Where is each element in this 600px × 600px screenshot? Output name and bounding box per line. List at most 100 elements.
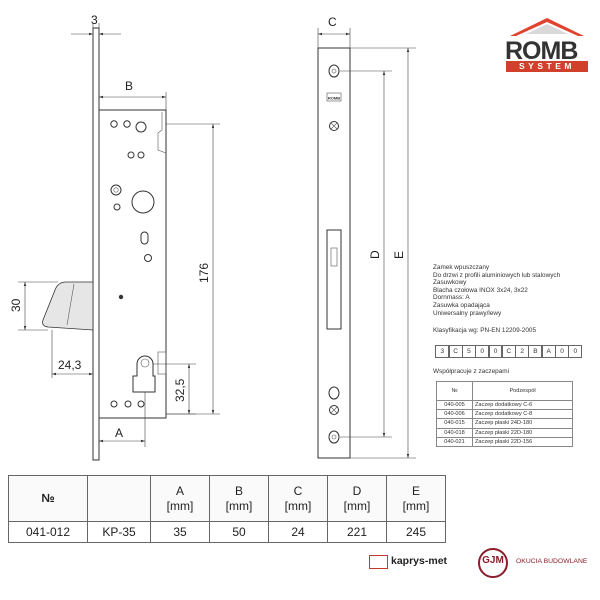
romb-logo-word: ROMB — [505, 37, 578, 65]
cell-d: 221 — [327, 521, 387, 543]
classification-label: Klasyfikacja wg: PN-EN 12209-2005 — [433, 327, 537, 334]
strike-name: Zaczep dodatkowy C-6 — [472, 399, 573, 411]
strike-number: 040-015 — [436, 418, 473, 429]
screw-hole — [135, 121, 147, 133]
strikes-header-name: Podzespół — [472, 381, 573, 401]
table-row: 040-006 Zaczep dodatkowy C-8 — [436, 409, 573, 420]
kaprys-logo-text: kaprys-met — [391, 555, 448, 567]
cell-model: KP-35 — [87, 521, 151, 543]
header-unit: [mm] — [402, 498, 430, 513]
latch-slot — [326, 229, 342, 330]
cooperates-label: Współpracuje z zaczepami — [433, 368, 510, 375]
description-line: Zasuwka opadająca — [433, 301, 490, 309]
strike-number: 040-005 — [436, 399, 473, 411]
dim-b-label: B — [125, 79, 133, 93]
table-row: 040-021 Zaczep płaski 22D-156 — [436, 436, 573, 447]
strike-name: Zaczep płaski 22D-156 — [472, 436, 573, 447]
code-digit: 2 — [515, 345, 530, 358]
header-unit: [mm] — [166, 498, 194, 513]
dim-e-label: E — [392, 251, 406, 259]
cylinder-hole — [132, 355, 156, 393]
kaprys-mark-icon — [369, 555, 388, 569]
dim-a-label: A — [115, 426, 123, 440]
romb-logo-system: SYSTEM — [506, 61, 588, 72]
gjm-logo-subtitle: OKUCIA BUDOWLANE — [516, 558, 588, 565]
screw-hole — [123, 120, 131, 128]
header-unit: [mm] — [343, 498, 371, 513]
faceplate — [317, 47, 351, 459]
dim-30-label: 30 — [9, 298, 23, 312]
strike-number: 040-006 — [436, 409, 473, 420]
product-description: Zamek wpuszczany Do drzwi z profili alum… — [433, 264, 593, 317]
strikes-header-nr: № — [436, 381, 473, 401]
description-line: Uniwersalny prawy/lewy — [433, 309, 502, 317]
header-e: E[mm] — [386, 475, 446, 522]
front-view: ROMB C D E — [317, 15, 416, 459]
code-digit: 0 — [475, 345, 490, 358]
cell-e: 245 — [386, 521, 446, 543]
code-digit: 0 — [488, 345, 503, 358]
header-model — [87, 475, 151, 522]
header-label: E — [411, 483, 420, 498]
header-c: C[mm] — [268, 475, 328, 522]
header-label: B — [234, 483, 243, 498]
code-digit: 0 — [568, 345, 583, 358]
header-label: A — [175, 483, 184, 498]
dim-176-label: 176 — [197, 263, 211, 283]
description-line: Blacha czołowa INOX 3x24, 3x22 — [433, 286, 528, 294]
table-row: 040-018 Zaczep płaski 22D-180 — [436, 427, 573, 438]
latch-bolt — [42, 281, 94, 331]
lock-body — [98, 109, 167, 419]
strike-name: Zaczep płaski 22D-180 — [472, 427, 573, 438]
header-label: C — [293, 483, 303, 498]
faceplate-logo: ROMB — [328, 96, 340, 101]
header-b: B[mm] — [209, 475, 269, 522]
screw-hole — [110, 184, 122, 196]
code-digit: 3 — [435, 345, 450, 358]
cell-number: 041-012 — [8, 521, 88, 543]
description-line: Zamek wpuszczany — [433, 264, 490, 271]
cell-b: 50 — [209, 521, 269, 543]
dim-d-label: D — [368, 250, 382, 259]
strike-name: Zaczep płaski 24D-180 — [472, 418, 573, 429]
table-row: 040-015 Zaczep płaski 24D-180 — [436, 418, 573, 429]
header-a: A[mm] — [150, 475, 210, 522]
code-digit: C — [501, 345, 516, 358]
header-unit: [mm] — [225, 498, 253, 513]
strike-name: Zaczep dodatkowy C-8 — [472, 409, 573, 420]
gjm-circle-icon — [478, 548, 508, 578]
code-digit: 0 — [555, 345, 569, 358]
code-digit: C — [448, 345, 463, 358]
cell-c: 24 — [268, 521, 328, 543]
side-faceplate — [92, 27, 100, 461]
follower-hole — [131, 190, 155, 214]
code-digit: A — [541, 345, 556, 358]
description-line: Zasuwkowy — [433, 279, 467, 287]
table-row: 040-005 Zaczep dodatkowy C-6 — [436, 399, 573, 411]
strike-number: 040-021 — [436, 436, 473, 447]
dim-32-5-label: 32,5 — [173, 378, 187, 402]
header-unit: [mm] — [284, 498, 312, 513]
header-label: D — [352, 483, 362, 498]
classification-code: 3 C 5 0 0 C 2 B A 0 0 — [435, 345, 583, 358]
side-view: 3 B 176 30 24,3 32,5 A — [9, 13, 220, 461]
description-line: Dornmass: A — [433, 294, 470, 302]
strikes-table: № Podzespół 040-005 Zaczep dodatkowy C-6… — [436, 381, 573, 447]
description-line: Do drzwi z profili aluminiowych lub stal… — [433, 271, 561, 279]
table-row: 041-012 KP-35 35 50 24 221 245 — [8, 521, 446, 543]
dim-3-label: 3 — [91, 13, 98, 27]
header-label: № — [41, 491, 55, 505]
dimension-table: № A[mm] B[mm] C[mm] D[mm] E[mm] 041-012 … — [8, 475, 446, 543]
header-d: D[mm] — [327, 475, 387, 522]
strikes-header-row: № Podzespół — [436, 381, 573, 401]
dimension-header-row: № A[mm] B[mm] C[mm] D[mm] E[mm] — [8, 475, 446, 522]
header-number: № — [8, 475, 88, 522]
code-digit: B — [528, 345, 543, 358]
screw-hole — [110, 120, 118, 128]
dim-c-label: C — [328, 15, 337, 29]
code-digit: 5 — [462, 345, 476, 358]
romb-logo-roof — [510, 18, 584, 36]
cell-a: 35 — [150, 521, 210, 543]
gjm-logo-text: GJM — [482, 555, 504, 566]
